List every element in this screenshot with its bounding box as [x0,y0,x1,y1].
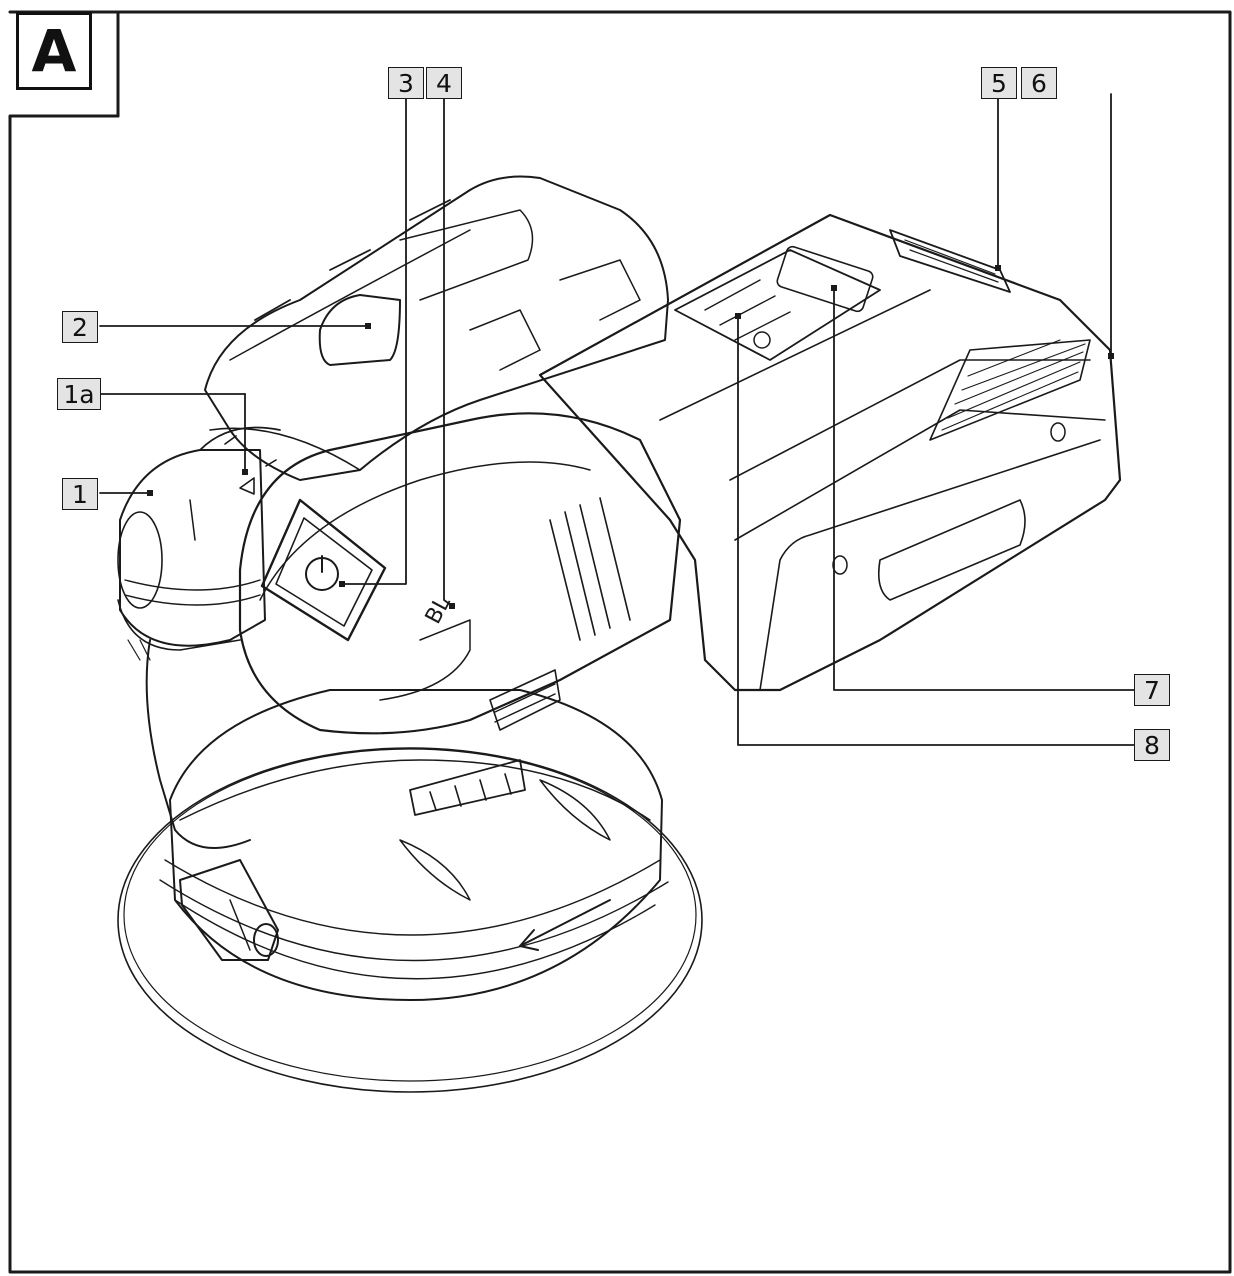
callout-4: 4 [426,67,462,99]
alignment-arrow [239,477,255,495]
panel-letter: A [16,12,92,90]
dust-extraction-port [117,426,281,849]
figure-frame [8,10,1232,1274]
motor-housing [204,175,669,481]
callout-3: 3 [388,67,424,99]
switch-head: BL [238,412,682,816]
callout-1a: 1a [57,378,101,410]
callout-5: 5 [981,67,1017,99]
callout-8: 8 [1134,729,1170,761]
callout-7: 7 [1134,674,1170,706]
leader-endpoints [147,265,1114,609]
leader-4 [443,97,453,607]
leader-7 [833,287,1137,691]
power-button-bezel [260,498,387,642]
callout-2: 2 [62,311,98,343]
leader-3 [341,97,407,585]
device-marking: BL [421,592,456,629]
leader-8 [737,315,1137,746]
callout-6: 6 [1021,67,1057,99]
callout-1: 1 [62,478,98,510]
sanding-pad [117,689,703,1093]
callout-leaders [99,93,1137,746]
battery-housing [538,213,1122,692]
